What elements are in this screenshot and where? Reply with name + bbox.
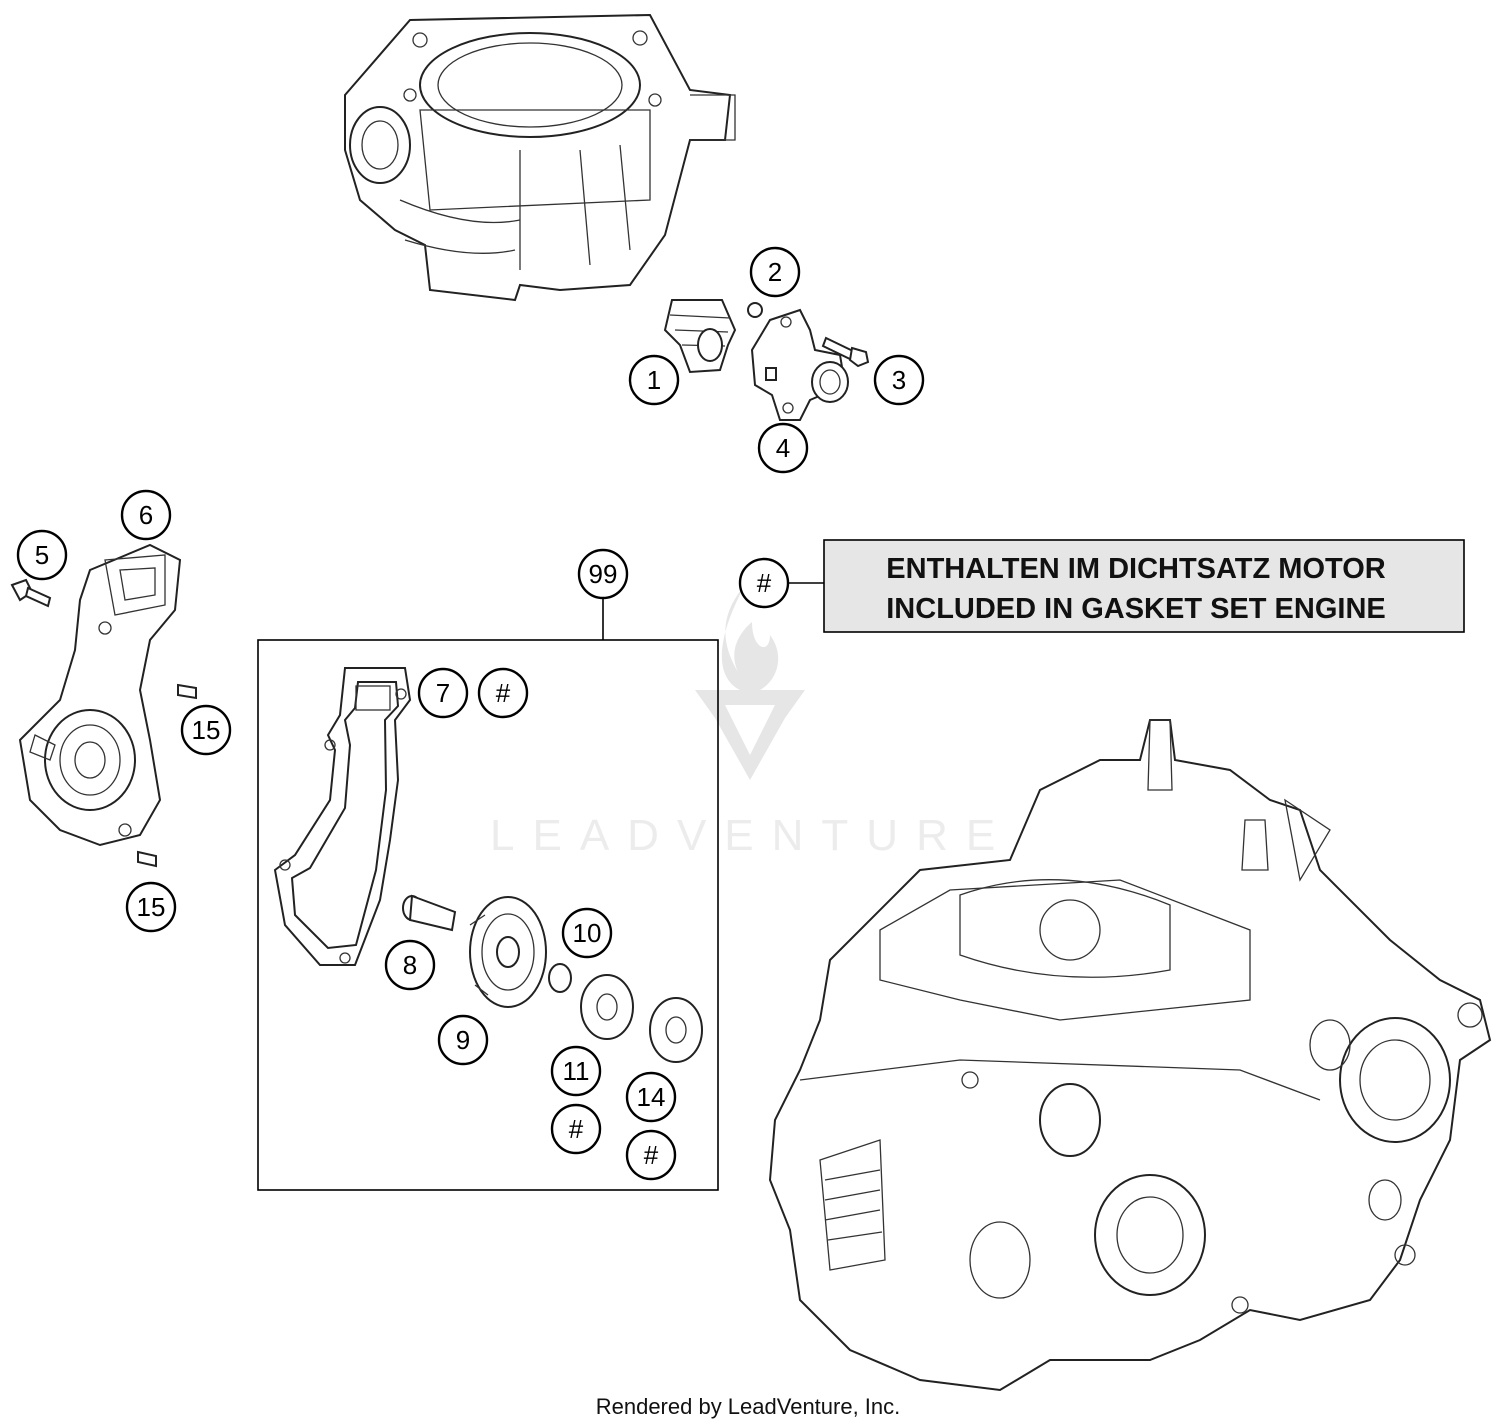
callout-11-label: 11 [563, 1056, 590, 1086]
callout-3: 3 [873, 354, 925, 406]
water-pump-cover-illustration [18, 543, 182, 847]
callout-6-label: 6 [139, 500, 153, 530]
note-line-2: INCLUDED IN GASKET SET ENGINE [886, 593, 1386, 625]
washer-10-illustration [548, 963, 572, 993]
impeller-9-illustration [469, 896, 547, 1008]
callout-4: 4 [757, 422, 809, 474]
callout-7-mark-label: # [496, 678, 511, 708]
watermark-logo [695, 585, 805, 780]
note-line-1: ENTHALTEN IM DICHTSATZ MOTOR [886, 553, 1385, 585]
callout-14-label: 14 [637, 1082, 666, 1112]
water-pump-gasket-illustration [273, 667, 412, 966]
watermark-text: LEADVENTURE [490, 811, 1013, 860]
callout-15-lower-label: 15 [137, 892, 166, 922]
callout-7: 7 [417, 667, 469, 719]
callout-8: 8 [384, 939, 436, 991]
note-box [823, 539, 1465, 633]
callout-4-label: 4 [776, 433, 790, 463]
callout-9: 9 [437, 1014, 489, 1066]
callout-11-mark-label: # [569, 1114, 584, 1144]
callout-1: 1 [628, 354, 680, 406]
o-ring-small-illustration [747, 302, 763, 318]
callout-6: 6 [120, 489, 172, 541]
seal-14-illustration [649, 997, 703, 1063]
note-marker-label: # [757, 568, 772, 598]
thermostat-housing-illustration [750, 308, 849, 421]
callout-10: 10 [561, 907, 613, 959]
callout-15-upper-label: 15 [192, 715, 221, 745]
callout-1-label: 1 [647, 365, 661, 395]
callout-7-mark: # [477, 667, 529, 719]
callout-15-upper: 15 [180, 704, 232, 756]
thermostat-illustration [663, 299, 737, 374]
callout-8-label: 8 [403, 950, 417, 980]
callout-10-label: 10 [573, 918, 602, 948]
callout-7-label: 7 [436, 678, 450, 708]
callout-14-mark-label: # [644, 1140, 659, 1170]
callout-14: 14 [625, 1071, 677, 1123]
callout-2-label: 2 [768, 257, 782, 287]
bolt-3-illustration [821, 336, 870, 368]
kit-99-box [257, 639, 719, 1191]
callout-3-label: 3 [892, 365, 906, 395]
callout-5-label: 5 [35, 540, 49, 570]
callout-99-label: 99 [589, 559, 618, 589]
callout-14-mark: # [625, 1129, 677, 1181]
callout-15-lower: 15 [125, 881, 177, 933]
callout-2: 2 [749, 246, 801, 298]
shaft-8-illustration [402, 894, 457, 932]
callout-11: 11 [550, 1045, 602, 1097]
bolt-5-illustration [10, 578, 52, 608]
callout-9-label: 9 [456, 1025, 470, 1055]
callout-5: 5 [16, 529, 68, 581]
cylinder-illustration [344, 13, 736, 302]
note-marker-callout: # [738, 557, 790, 609]
engine-case-illustration [768, 719, 1492, 1392]
callout-11-mark: # [550, 1103, 602, 1155]
footer-credit: Rendered by LeadVenture, Inc. [596, 1394, 901, 1419]
callout-99: 99 [577, 548, 629, 600]
seal-11-illustration [580, 974, 634, 1040]
dowel-pin-15-illustration [137, 683, 197, 868]
